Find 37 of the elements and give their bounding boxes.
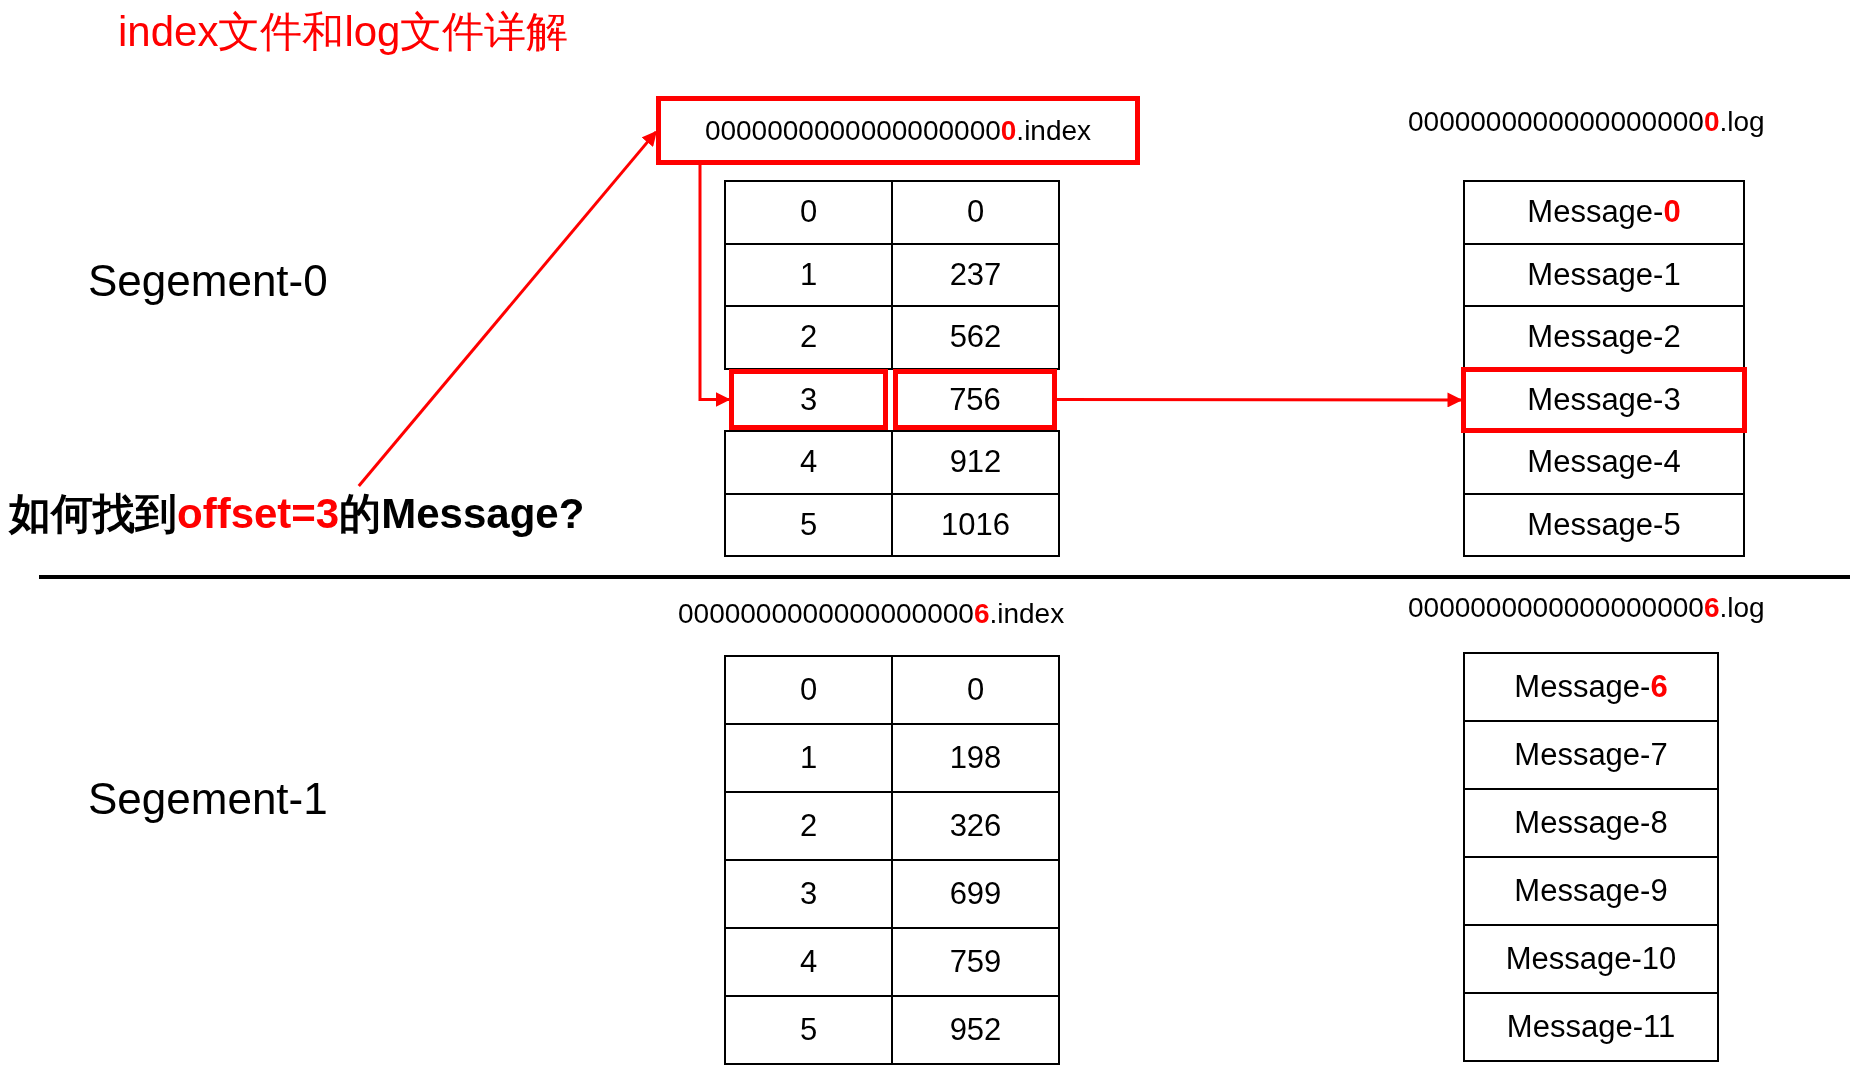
table-cell: 5 [724,492,893,557]
segment-label: Segement-0 [88,256,328,306]
file-name-box: 00000000000000000000.index [656,96,1140,165]
table-cell: 0 [891,180,1060,245]
segment-label: Segement-1 [88,774,328,824]
file-name: 00000000000000000000.log [1408,106,1765,138]
table-cell: Message-8 [1463,788,1719,858]
table-cell: 952 [891,995,1060,1065]
table-cell: 0 [891,655,1060,725]
table-cell: 0 [724,180,893,245]
table-cell: Message-6 [1463,652,1719,722]
table-cell: Message-4 [1463,430,1745,495]
file-name: 00000000000000000006.log [1408,592,1765,624]
question-text: 如何找到offset=3的Message? [9,486,669,542]
table-cell: Message-1 [1463,242,1745,307]
file-name: 00000000000000000006.index [678,598,1065,630]
table-cell: Message-5 [1463,492,1745,557]
table-cell: 1016 [891,492,1060,557]
table-cell: Message-7 [1463,720,1719,790]
table-cell: Message-9 [1463,856,1719,926]
table-cell: Message-3 [1461,367,1747,433]
table-cell: Message-0 [1463,180,1745,245]
arrow [1057,392,1463,408]
table-cell: Message-2 [1463,305,1745,370]
table-cell: Message-11 [1463,992,1719,1062]
arrow [698,163,731,407]
table-cell: 4 [724,430,893,495]
table-cell: 3 [729,369,888,430]
arrow [357,130,658,487]
table-cell: 5 [724,995,893,1065]
table-cell: 756 [893,369,1057,430]
title: index文件和log文件详解 [118,7,569,57]
table-cell: Message-10 [1463,924,1719,994]
table-cell: 562 [891,305,1060,370]
table-cell: 0 [724,655,893,725]
table-cell: 2 [724,305,893,370]
table-cell: 912 [891,430,1060,495]
